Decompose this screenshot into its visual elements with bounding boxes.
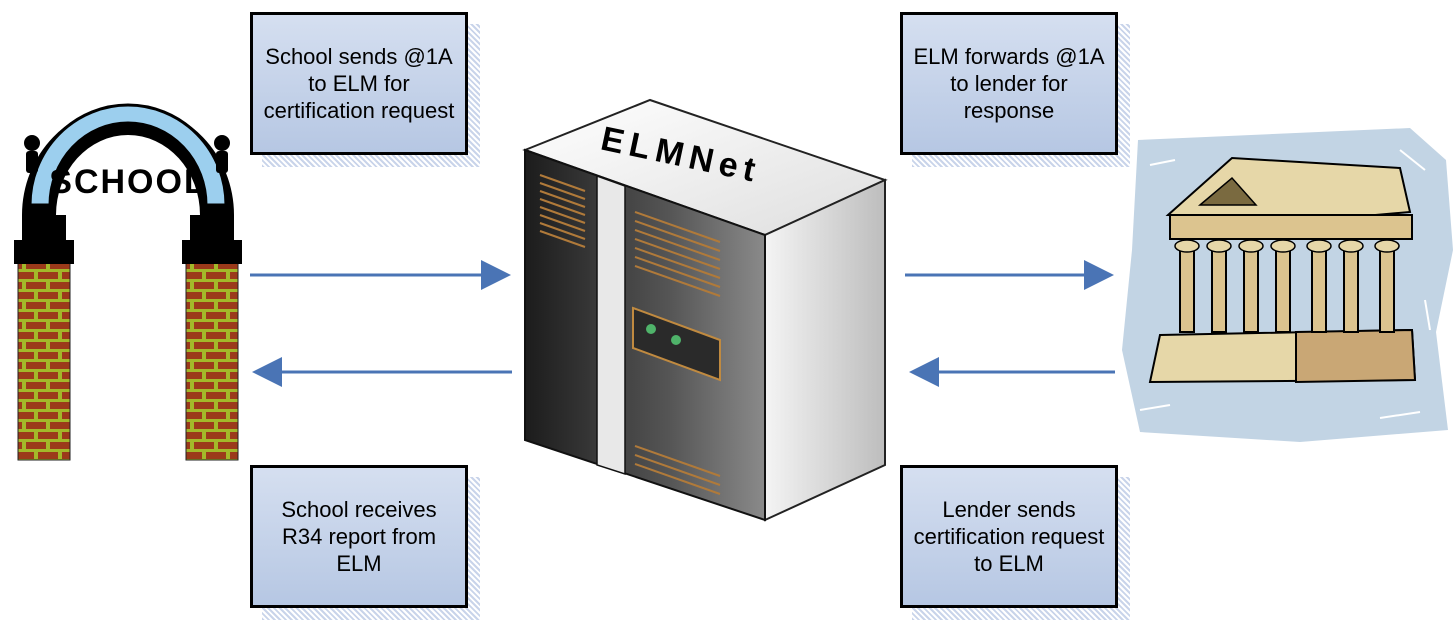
status-led-icon [671, 335, 681, 345]
step-box-school-sends: School sends @1A to ELM for certificatio… [250, 12, 468, 155]
bank-building-icon [1122, 128, 1453, 442]
step-box-lender-sends: Lender sends certification request to EL… [900, 465, 1118, 608]
step-box-school-receives: School receives R34 report from ELM [250, 465, 468, 608]
step-text: School sends @1A to ELM for certificatio… [263, 44, 455, 123]
server-icon [522, 98, 888, 522]
school-sign-text: SCHOOL [49, 163, 206, 201]
step-box-elm-forwards: ELM forwards @1A to lender for response [900, 12, 1118, 155]
step-text: Lender sends certification request to EL… [913, 497, 1105, 576]
step-text: School receives R34 report from ELM [281, 497, 437, 576]
school-gate-icon [14, 103, 242, 461]
status-led-icon [646, 324, 656, 334]
step-text: ELM forwards @1A to lender for response [913, 44, 1105, 123]
